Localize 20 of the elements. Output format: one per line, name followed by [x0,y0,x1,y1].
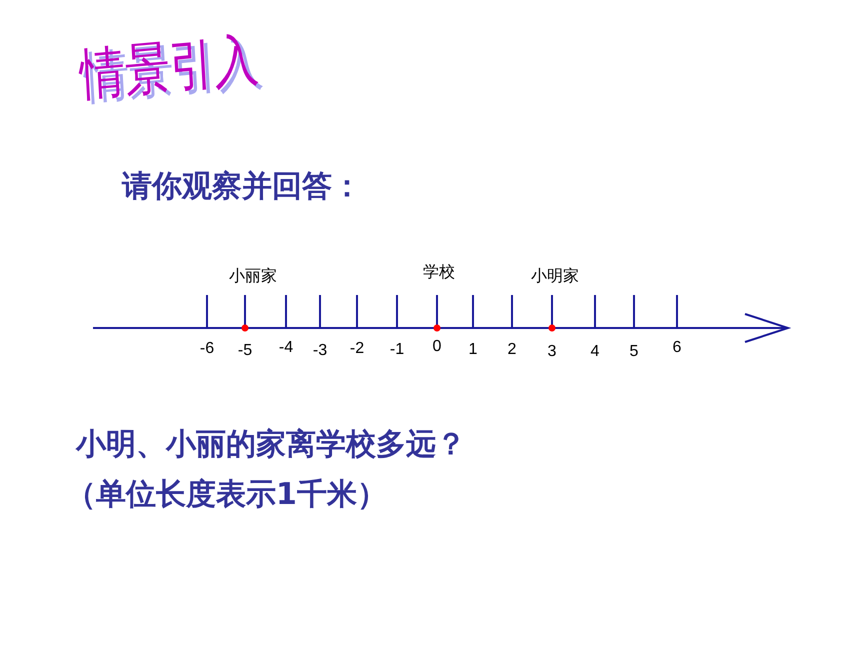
tick-label: -1 [390,341,404,359]
question-text: 小明、小丽的家离学校多远？ [76,426,466,464]
tick-label: 5 [630,343,638,361]
prompt-text: 请你观察并回答： [122,168,362,206]
tick-label: 3 [548,343,556,361]
tick-label: -2 [350,340,364,358]
tick-label: -6 [200,340,214,358]
point-label: 小丽家 [229,266,277,287]
title: 情景引入 [78,26,261,110]
tick-label: 2 [508,341,516,359]
tick-label: -3 [312,342,328,360]
tick-label: 1 [468,341,478,359]
point-label: 学校 [423,263,455,283]
tick-label: -5 [238,342,252,360]
point-label: 小明家 [531,266,579,287]
tick-label: 0 [432,338,442,356]
tick-label: 4 [590,343,600,361]
tick-label: -4 [278,339,294,357]
tick-label: 6 [672,339,682,357]
note-text: （单位长度表示1千米） [66,476,387,514]
